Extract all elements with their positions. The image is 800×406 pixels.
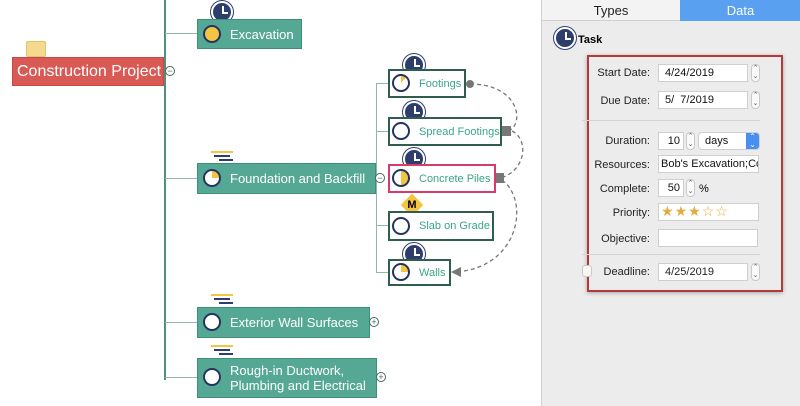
resource-icon xyxy=(211,151,233,161)
connector xyxy=(165,178,197,179)
complete-unit: % xyxy=(699,183,709,195)
task-type-icon xyxy=(554,27,576,49)
collapse-button[interactable]: − xyxy=(375,173,385,183)
star-empty-icon[interactable]: ☆ xyxy=(715,203,729,219)
objective-label: Objective: xyxy=(601,233,650,245)
star-filled-icon[interactable]: ★ xyxy=(674,203,689,219)
progress-icon-complete xyxy=(203,25,221,43)
objective-field[interactable] xyxy=(658,229,758,247)
complete-field[interactable]: 50 xyxy=(658,179,684,197)
deadline-checkbox[interactable] xyxy=(582,265,592,277)
expand-button[interactable]: + xyxy=(369,317,379,327)
topic-rough-in[interactable]: Rough-in Ductwork,Plumbing and Electrica… xyxy=(197,358,377,398)
task-data-panel: Types Data Task Start Date: 4/24/2019 ⌃⌄… xyxy=(541,0,800,406)
topic-exterior-wall-surfaces[interactable]: Exterior Wall Surfaces xyxy=(197,307,370,338)
collapse-button[interactable]: − xyxy=(165,66,175,76)
divider xyxy=(582,120,760,121)
complete-stepper[interactable]: ⌃⌄ xyxy=(686,179,695,197)
progress-icon xyxy=(392,122,410,140)
duration-label: Duration: xyxy=(605,135,650,147)
progress-icon xyxy=(392,217,410,235)
task-clock-icon xyxy=(211,1,233,23)
deadline-field[interactable]: 4/25/2019 xyxy=(658,263,748,281)
due-date-field[interactable]: 5/ 7/2019 xyxy=(658,91,748,109)
start-date-field[interactable]: 4/24/2019 xyxy=(658,64,748,82)
duration-unit-select[interactable]: days ⌃⌄ xyxy=(698,132,760,150)
topic-foundation-and-backfill[interactable]: Foundation and Backfill xyxy=(197,163,376,194)
select-chevron-icon: ⌃⌄ xyxy=(746,133,759,149)
resource-icon xyxy=(211,345,233,355)
subtopic-label: Footings xyxy=(419,77,462,90)
connector xyxy=(376,272,388,273)
connector xyxy=(376,131,388,132)
connector xyxy=(376,83,388,84)
subtopic-label: Spread Footings xyxy=(419,125,500,138)
topic-label: Exterior Wall Surfaces xyxy=(230,315,359,330)
subtopic-label: Concrete Piles xyxy=(419,172,491,185)
duration-field[interactable]: 10 xyxy=(658,132,684,150)
topic-label: Foundation and Backfill xyxy=(230,171,366,186)
start-date-stepper[interactable]: ⌃⌄ xyxy=(751,64,760,82)
root-topic[interactable]: Construction Project xyxy=(12,57,164,86)
divider xyxy=(582,254,760,255)
star-empty-icon[interactable]: ☆ xyxy=(701,203,716,219)
duration-unit-value: days xyxy=(705,135,729,147)
priority-label: Priority: xyxy=(612,207,650,219)
progress-icon-empty xyxy=(203,368,221,386)
connector xyxy=(165,33,197,34)
resource-icon xyxy=(211,294,233,304)
due-date-stepper[interactable]: ⌃⌄ xyxy=(751,91,760,109)
expand-button[interactable]: + xyxy=(376,372,386,382)
resources-label: Resources: xyxy=(594,159,650,171)
topic-label: Excavation xyxy=(230,26,294,42)
trunk-line xyxy=(164,0,166,380)
deadline-stepper[interactable]: ⌃⌄ xyxy=(751,263,760,281)
progress-icon-quarter xyxy=(203,169,221,187)
complete-label: Complete: xyxy=(599,183,650,195)
duration-stepper[interactable]: ⌃⌄ xyxy=(686,132,695,150)
connector xyxy=(165,377,197,378)
task-type-label: Task xyxy=(578,34,603,46)
priority-rating[interactable]: ★★★☆☆ xyxy=(658,203,759,221)
progress-icon xyxy=(392,169,410,187)
tab-types[interactable]: Types xyxy=(542,0,680,21)
progress-icon xyxy=(392,74,410,92)
progress-icon xyxy=(392,263,410,281)
milestone-label: M xyxy=(407,199,417,211)
star-filled-icon[interactable]: ★ xyxy=(661,203,675,219)
due-date-label: Due Date: xyxy=(600,95,650,107)
folder-icon xyxy=(26,41,46,57)
connector xyxy=(376,225,388,226)
subtopic-label: Slab on Grade xyxy=(419,220,490,232)
subtopic-label: Walls xyxy=(419,266,446,279)
connector xyxy=(165,322,197,323)
tab-data[interactable]: Data xyxy=(680,0,800,21)
task-fields-highlight xyxy=(587,55,783,292)
topic-label: Rough-in Ductwork, xyxy=(230,363,345,378)
start-date-label: Start Date: xyxy=(597,67,650,79)
resources-field[interactable]: Bob's Excavation;Co xyxy=(658,155,759,173)
deadline-label: Deadline: xyxy=(603,266,650,278)
dependency-links xyxy=(451,80,524,277)
progress-icon-empty xyxy=(203,313,221,331)
topic-label-line2: Plumbing and Electrical xyxy=(230,378,366,393)
star-filled-icon[interactable]: ★ xyxy=(688,203,702,219)
